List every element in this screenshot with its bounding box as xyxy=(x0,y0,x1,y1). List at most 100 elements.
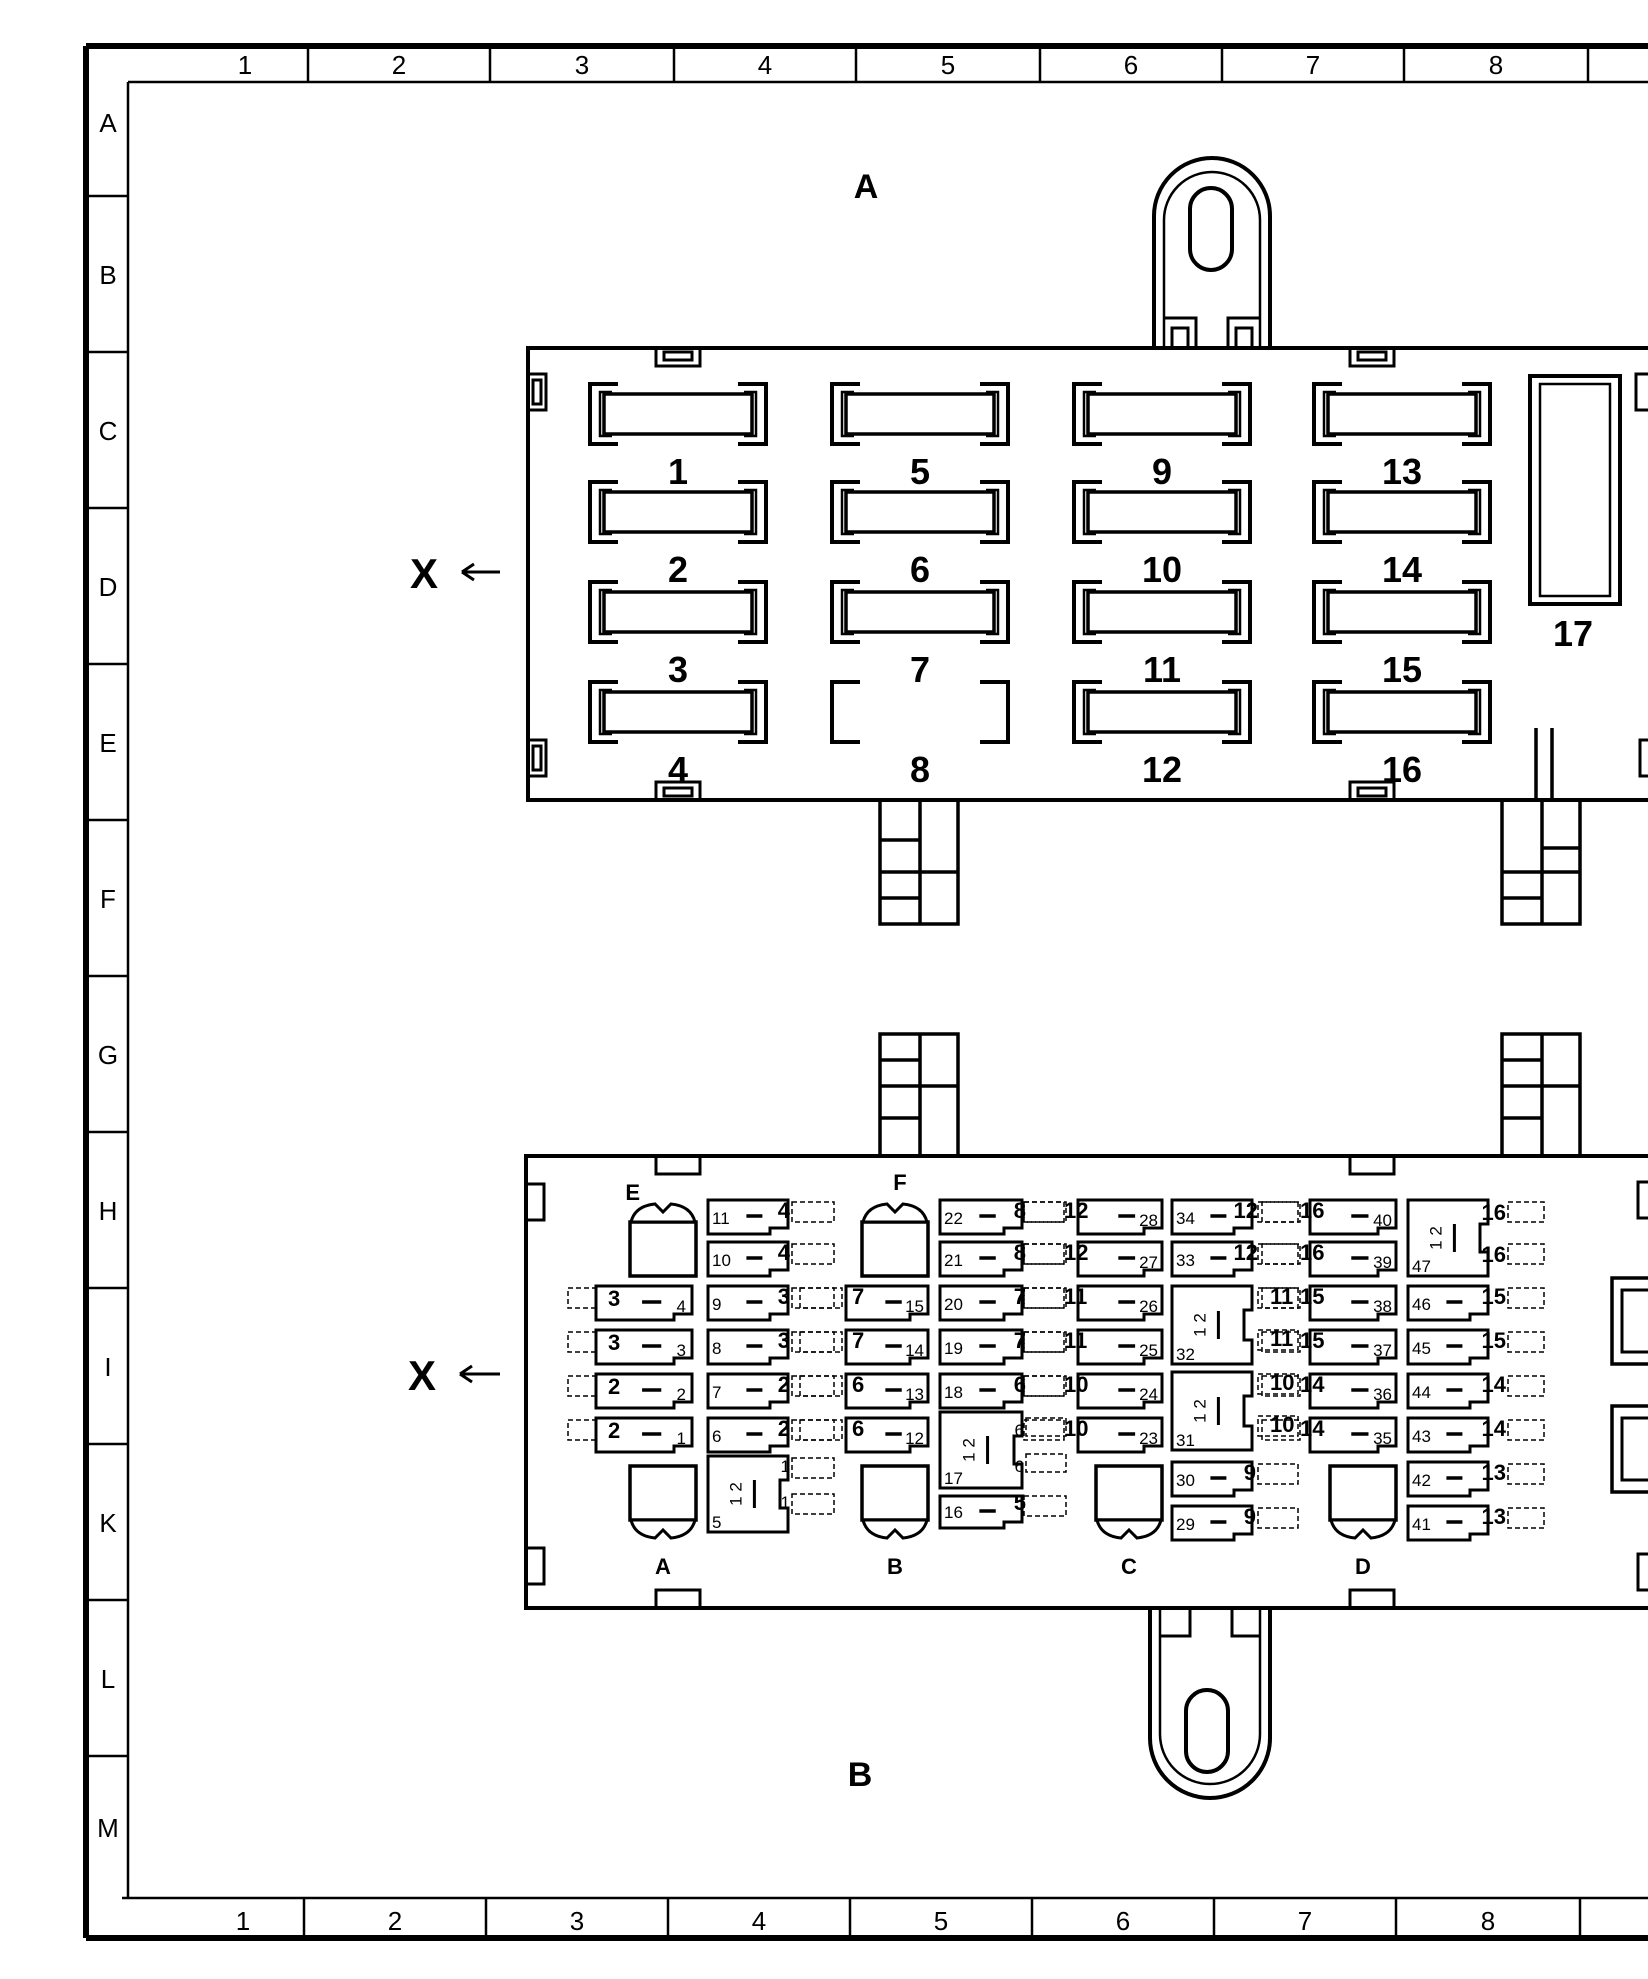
col4-relay-slot: 17 xyxy=(944,1469,963,1488)
col4-relay-bottom: 6 xyxy=(1015,1457,1024,1476)
fuse-label-11: 11 xyxy=(1143,649,1181,690)
fuse-label-16: 16 xyxy=(1382,749,1422,790)
fuse-label-6: 6 xyxy=(910,549,930,590)
col8-relay-slot: 47 xyxy=(1412,1257,1431,1276)
ruler-col-bottom-2: 2 xyxy=(388,1906,402,1936)
fuse-label-10: 10 xyxy=(1142,549,1182,590)
col7-right-39: 39 xyxy=(1373,1253,1392,1272)
col8-term-label-44: 14 xyxy=(1482,1372,1507,1397)
connector-F xyxy=(860,1202,930,1278)
ruler-col-top-4: 4 xyxy=(758,50,772,80)
col4-term-label-22: 8 xyxy=(1014,1198,1026,1223)
connector-A-label: A xyxy=(655,1554,671,1579)
bottom-view-x-label: X xyxy=(408,1352,436,1399)
col5-left-5: 10 xyxy=(1064,1416,1088,1441)
col8-relay-bottom: 16 xyxy=(1482,1242,1506,1267)
ruler-col-bottom-6: 6 xyxy=(1116,1906,1130,1936)
col2-term-label-10: 4 xyxy=(778,1240,791,1265)
col5-right-25: 25 xyxy=(1139,1341,1158,1360)
connector-B xyxy=(860,1464,930,1540)
fuse-slot-3: 3 xyxy=(588,580,768,690)
col4-slot-22: 22 xyxy=(944,1209,963,1228)
col4-term-16 xyxy=(938,1494,1024,1530)
col1-left-0: 3 xyxy=(608,1286,620,1311)
col6-term-label-30: 9 xyxy=(1244,1460,1256,1485)
col5-dashed-2 xyxy=(1023,1287,1065,1309)
col7-right-40: 40 xyxy=(1373,1211,1392,1230)
col4-slot-18: 18 xyxy=(944,1383,963,1402)
col3-left-1: 7 xyxy=(852,1328,864,1353)
col3-term-1 xyxy=(844,1328,930,1366)
col2-relay: 1 2 xyxy=(706,1454,790,1534)
col5-right-24: 24 xyxy=(1139,1385,1158,1404)
col2-dashed-0 xyxy=(791,1201,835,1223)
col8-relay-dashed-a xyxy=(1507,1201,1545,1223)
ruler-row-I: I xyxy=(104,1352,111,1382)
col6-relay-dashed-b-1 xyxy=(1257,1415,1299,1437)
col7-term-40 xyxy=(1308,1198,1398,1236)
fuse-slot-2: 2 xyxy=(588,480,768,590)
ruler-col-bottom-3: 3 xyxy=(570,1906,584,1936)
ruler-col-top-7: 7 xyxy=(1306,50,1320,80)
fuse-slot-15: 15 xyxy=(1312,580,1492,690)
col5-right-26: 26 xyxy=(1139,1297,1158,1316)
col4-dashed-last xyxy=(1023,1495,1067,1517)
col2-term-label-7: 2 xyxy=(778,1372,790,1397)
col6-relay-top-32: 11 xyxy=(1270,1284,1293,1309)
col5-left-0: 12 xyxy=(1064,1198,1088,1223)
col8-term-41 xyxy=(1406,1504,1490,1542)
connector-D xyxy=(1328,1464,1398,1540)
col8-dashed-0 xyxy=(1507,1287,1545,1309)
connector-E xyxy=(628,1202,698,1278)
col8-term-45 xyxy=(1406,1328,1490,1366)
col4-term-22 xyxy=(938,1198,1024,1236)
ruler-row-F: F xyxy=(100,884,116,914)
col8-relay-top: 16 xyxy=(1482,1200,1506,1225)
col7-left-2: 15 xyxy=(1300,1284,1324,1309)
col6-bottom-dashed-0 xyxy=(1257,1463,1299,1485)
col1-right-1: 3 xyxy=(677,1341,686,1360)
fuse-slot-4: 4 xyxy=(588,680,768,790)
col2-relay-bottom: 1 xyxy=(781,1493,790,1512)
ruler-col-bottom-4: 4 xyxy=(752,1906,766,1936)
col4-slot-20: 20 xyxy=(944,1295,963,1314)
col6-relay-32-glyph: 1 2 xyxy=(1191,1313,1210,1337)
col5-dashed-4 xyxy=(1023,1375,1065,1397)
col6-slot-34: 34 xyxy=(1176,1209,1195,1228)
col6-relay-31-glyph: 1 2 xyxy=(1191,1399,1210,1423)
col4-relay-top: 6 xyxy=(1015,1421,1024,1440)
col1-right-2: 2 xyxy=(677,1385,686,1404)
col5-term-28 xyxy=(1076,1198,1164,1236)
drawing-frame xyxy=(83,43,1648,1941)
col2-term-label-9: 3 xyxy=(778,1284,790,1309)
top-view-x-label: X xyxy=(410,550,438,597)
fuse-slot-11: 11 xyxy=(1072,580,1252,690)
col3-dashed-2 xyxy=(799,1375,843,1397)
col6-relay-slot-31: 31 xyxy=(1176,1431,1195,1450)
fuse-label-13: 13 xyxy=(1382,451,1422,492)
col2-slot-9: 9 xyxy=(712,1295,721,1314)
col2-slot-10: 10 xyxy=(712,1251,731,1270)
col7-term-37 xyxy=(1308,1328,1398,1366)
ruler-row-L: L xyxy=(101,1664,115,1694)
col4-slot-16: 16 xyxy=(944,1503,963,1522)
col8-term-46 xyxy=(1406,1284,1490,1322)
fuse-slot-10: 10 xyxy=(1072,480,1252,590)
ruler-col-bottom-1: 1 xyxy=(236,1906,250,1936)
connector-C-label: C xyxy=(1121,1554,1137,1579)
col6-term-33 xyxy=(1170,1240,1254,1278)
bottom-view-title: B xyxy=(848,1756,873,1794)
col6-slot-33: 33 xyxy=(1176,1251,1195,1270)
col7-left-1: 16 xyxy=(1300,1240,1324,1265)
fuse-label-15: 15 xyxy=(1382,649,1422,690)
col7-dashed-4 xyxy=(1261,1375,1301,1397)
col2-slot-6: 6 xyxy=(712,1427,721,1446)
fuse-label-1: 1 xyxy=(668,451,688,492)
ruler-col-bottom-8: 8 xyxy=(1481,1906,1495,1936)
col7-dashed-2 xyxy=(1261,1287,1301,1309)
col8-dashed-5 xyxy=(1507,1507,1545,1529)
fuse-slot-5: 5 xyxy=(830,382,1010,492)
